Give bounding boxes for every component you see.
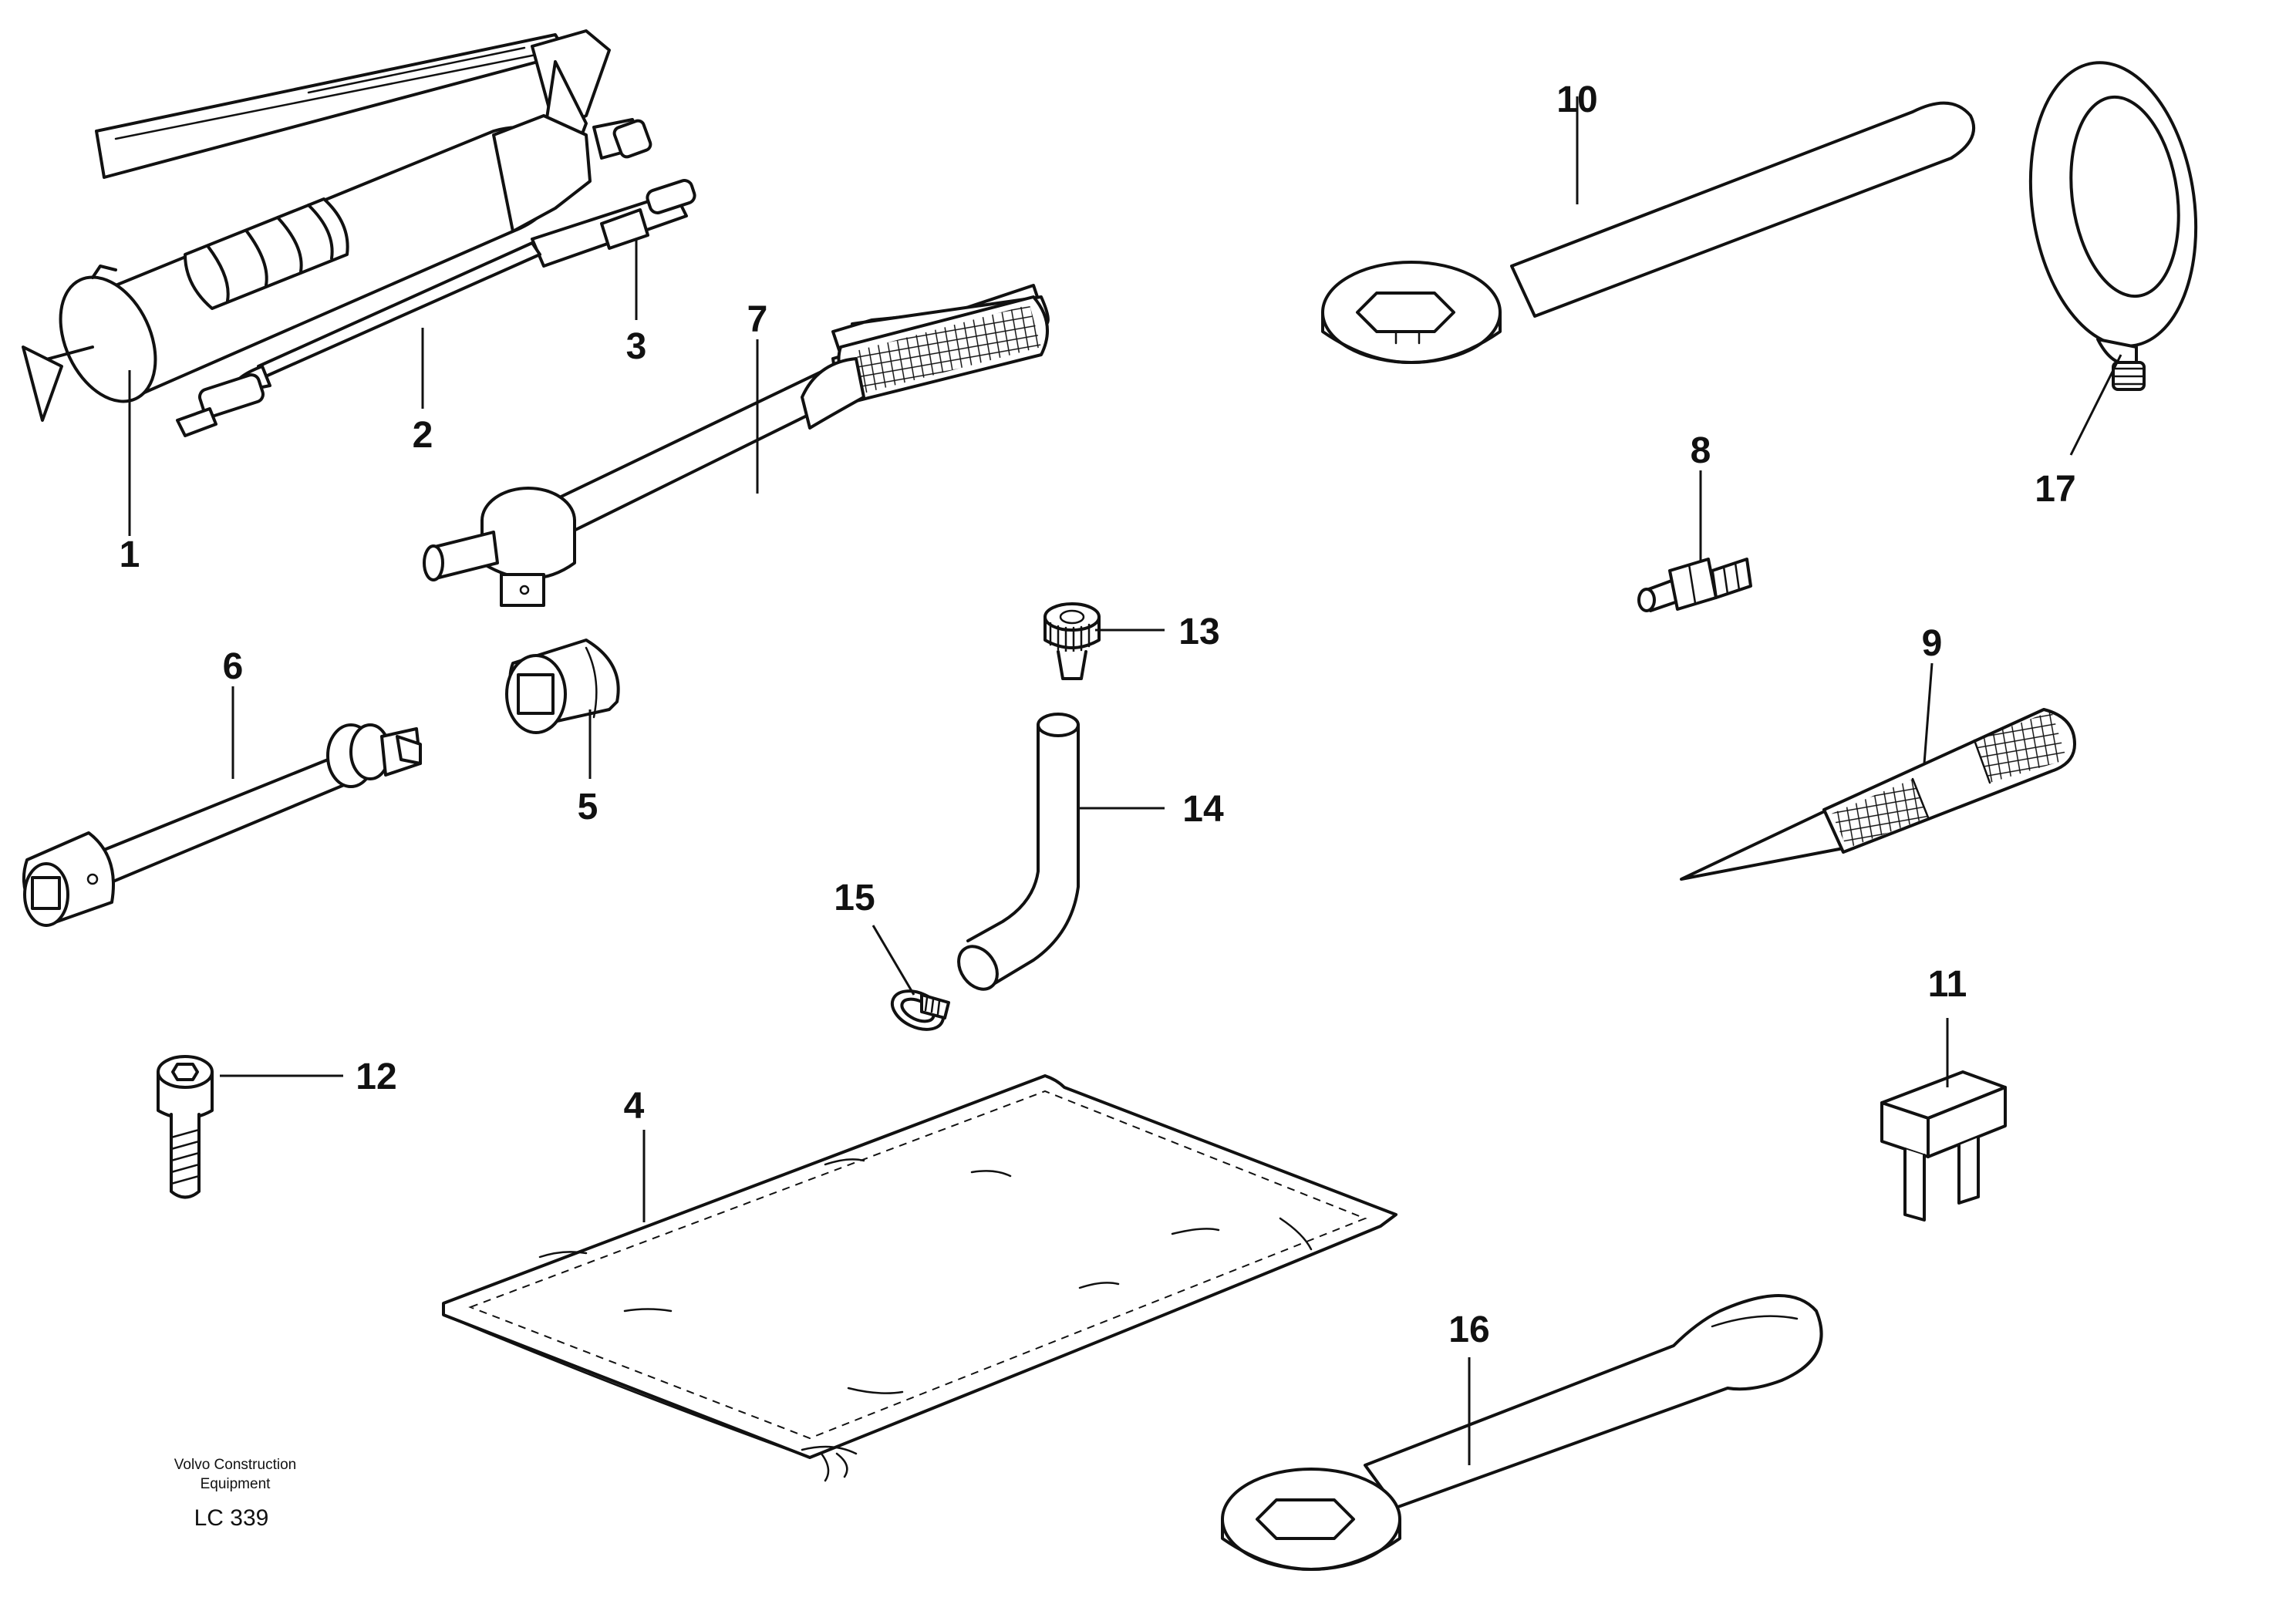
callout-14: 14 xyxy=(1182,789,1224,830)
leader-lines xyxy=(128,96,2122,1465)
callout-12: 12 xyxy=(356,1057,396,1097)
caption-block: Volvo Construction Equipment LC 339 xyxy=(174,1457,296,1531)
hose-clamp-drawing xyxy=(890,989,950,1031)
tommy-bar-handle-drawing xyxy=(423,284,1050,607)
callout-10: 10 xyxy=(1556,79,1597,120)
callout-1: 1 xyxy=(120,534,140,575)
knurled-nut-drawing xyxy=(1043,602,1101,680)
callout-4: 4 xyxy=(624,1086,645,1127)
socket-drawing xyxy=(505,639,620,734)
callout-16: 16 xyxy=(1448,1309,1489,1350)
fuse-drawing xyxy=(1880,1070,2007,1222)
callout-3: 3 xyxy=(626,326,647,367)
socket-head-screw-drawing xyxy=(157,1055,214,1199)
grease-nipple-drawing xyxy=(1637,558,1752,612)
callout-2: 2 xyxy=(413,415,433,456)
caption-line-1: Volvo Construction xyxy=(174,1457,296,1473)
callout-numbers: 1 2 3 4 5 6 7 8 9 10 11 12 13 14 15 16 1… xyxy=(120,79,2076,1350)
punch-drawing xyxy=(1680,708,2076,881)
combination-spanner-drawing xyxy=(1221,1294,1823,1571)
callout-5: 5 xyxy=(578,787,598,827)
grease-gun-drawing xyxy=(22,29,696,437)
mirror-drawing xyxy=(2028,61,2198,391)
extension-bar-drawing xyxy=(22,723,422,927)
bent-hose-drawing xyxy=(957,713,1080,991)
callout-15: 15 xyxy=(834,878,875,918)
callout-17: 17 xyxy=(2035,469,2075,510)
callout-11: 11 xyxy=(1928,964,1967,1005)
callout-7: 7 xyxy=(747,299,768,340)
tool-bag-drawing xyxy=(442,1074,1397,1482)
callout-6: 6 xyxy=(223,646,244,687)
caption-line-2: Equipment xyxy=(201,1476,271,1492)
caption-code: LC 339 xyxy=(194,1505,269,1531)
callout-8: 8 xyxy=(1691,430,1711,471)
callout-9: 9 xyxy=(1922,623,1943,664)
ring-spanner-drawing xyxy=(1321,101,1975,364)
callout-13: 13 xyxy=(1178,612,1219,652)
